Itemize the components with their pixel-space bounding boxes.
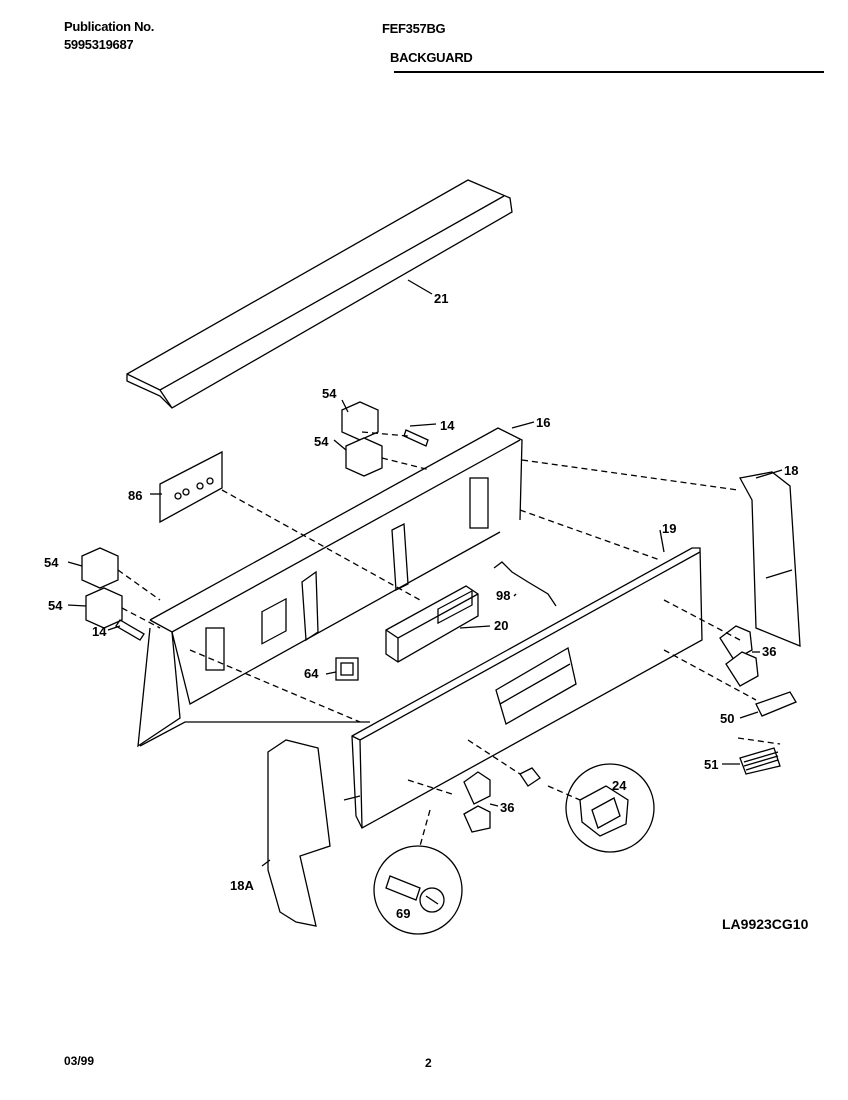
section-title: BACKGUARD (390, 50, 473, 65)
callout-36-bottom: 36 (500, 800, 514, 815)
part-54-switches (81, 401, 383, 629)
diagram-code: LA9923CG10 (722, 916, 809, 932)
part-50-51-trim (739, 691, 797, 775)
part-36-knobs (463, 625, 759, 833)
part-21-top-trim (126, 179, 513, 409)
callout-21: 21 (434, 291, 448, 306)
callout-19: 19 (662, 521, 676, 536)
footer-date: 03/99 (64, 1054, 95, 1068)
model-number: FEF357BG (382, 21, 446, 36)
header-rule (394, 71, 824, 73)
callout-86: 86 (128, 488, 142, 503)
callout-14-left: 14 (92, 624, 107, 639)
callout-16: 16 (536, 415, 550, 430)
detail-24-switch (519, 763, 655, 853)
callout-20: 20 (494, 618, 508, 633)
part-20-clock (385, 585, 479, 663)
callout-54-mid: 54 (314, 434, 329, 449)
callout-69: 69 (396, 906, 410, 921)
callout-50: 50 (720, 711, 734, 726)
assembly-dashed-lines (117, 431, 781, 847)
publication-label: Publication No. (64, 19, 155, 34)
callout-98: 98 (496, 588, 510, 603)
callout-54-left-bottom: 54 (48, 598, 63, 613)
leader-lines (67, 279, 783, 867)
callout-64: 64 (304, 666, 319, 681)
part-19-front-panel (343, 547, 703, 829)
publication-number: 5995319687 (64, 37, 134, 52)
callout-51: 51 (704, 757, 718, 772)
part-18-right-endcap (739, 471, 801, 647)
page-number: 2 (425, 1056, 432, 1070)
callout-14-top: 14 (440, 418, 455, 433)
callout-54-top: 54 (322, 386, 337, 401)
callout-36-right: 36 (762, 644, 776, 659)
callout-18a: 18A (230, 878, 254, 893)
callout-54-left-top: 54 (44, 555, 59, 570)
part-18a-left-endcap (267, 739, 331, 927)
part-98-harness (493, 561, 557, 607)
detail-69-screw (373, 845, 463, 935)
part-16-control-housing (137, 427, 523, 748)
part-14-screws (115, 429, 429, 641)
part-64-indicator (335, 657, 359, 681)
part-86-board (159, 450, 223, 524)
callout-24: 24 (612, 778, 627, 793)
callout-18: 18 (784, 463, 798, 478)
